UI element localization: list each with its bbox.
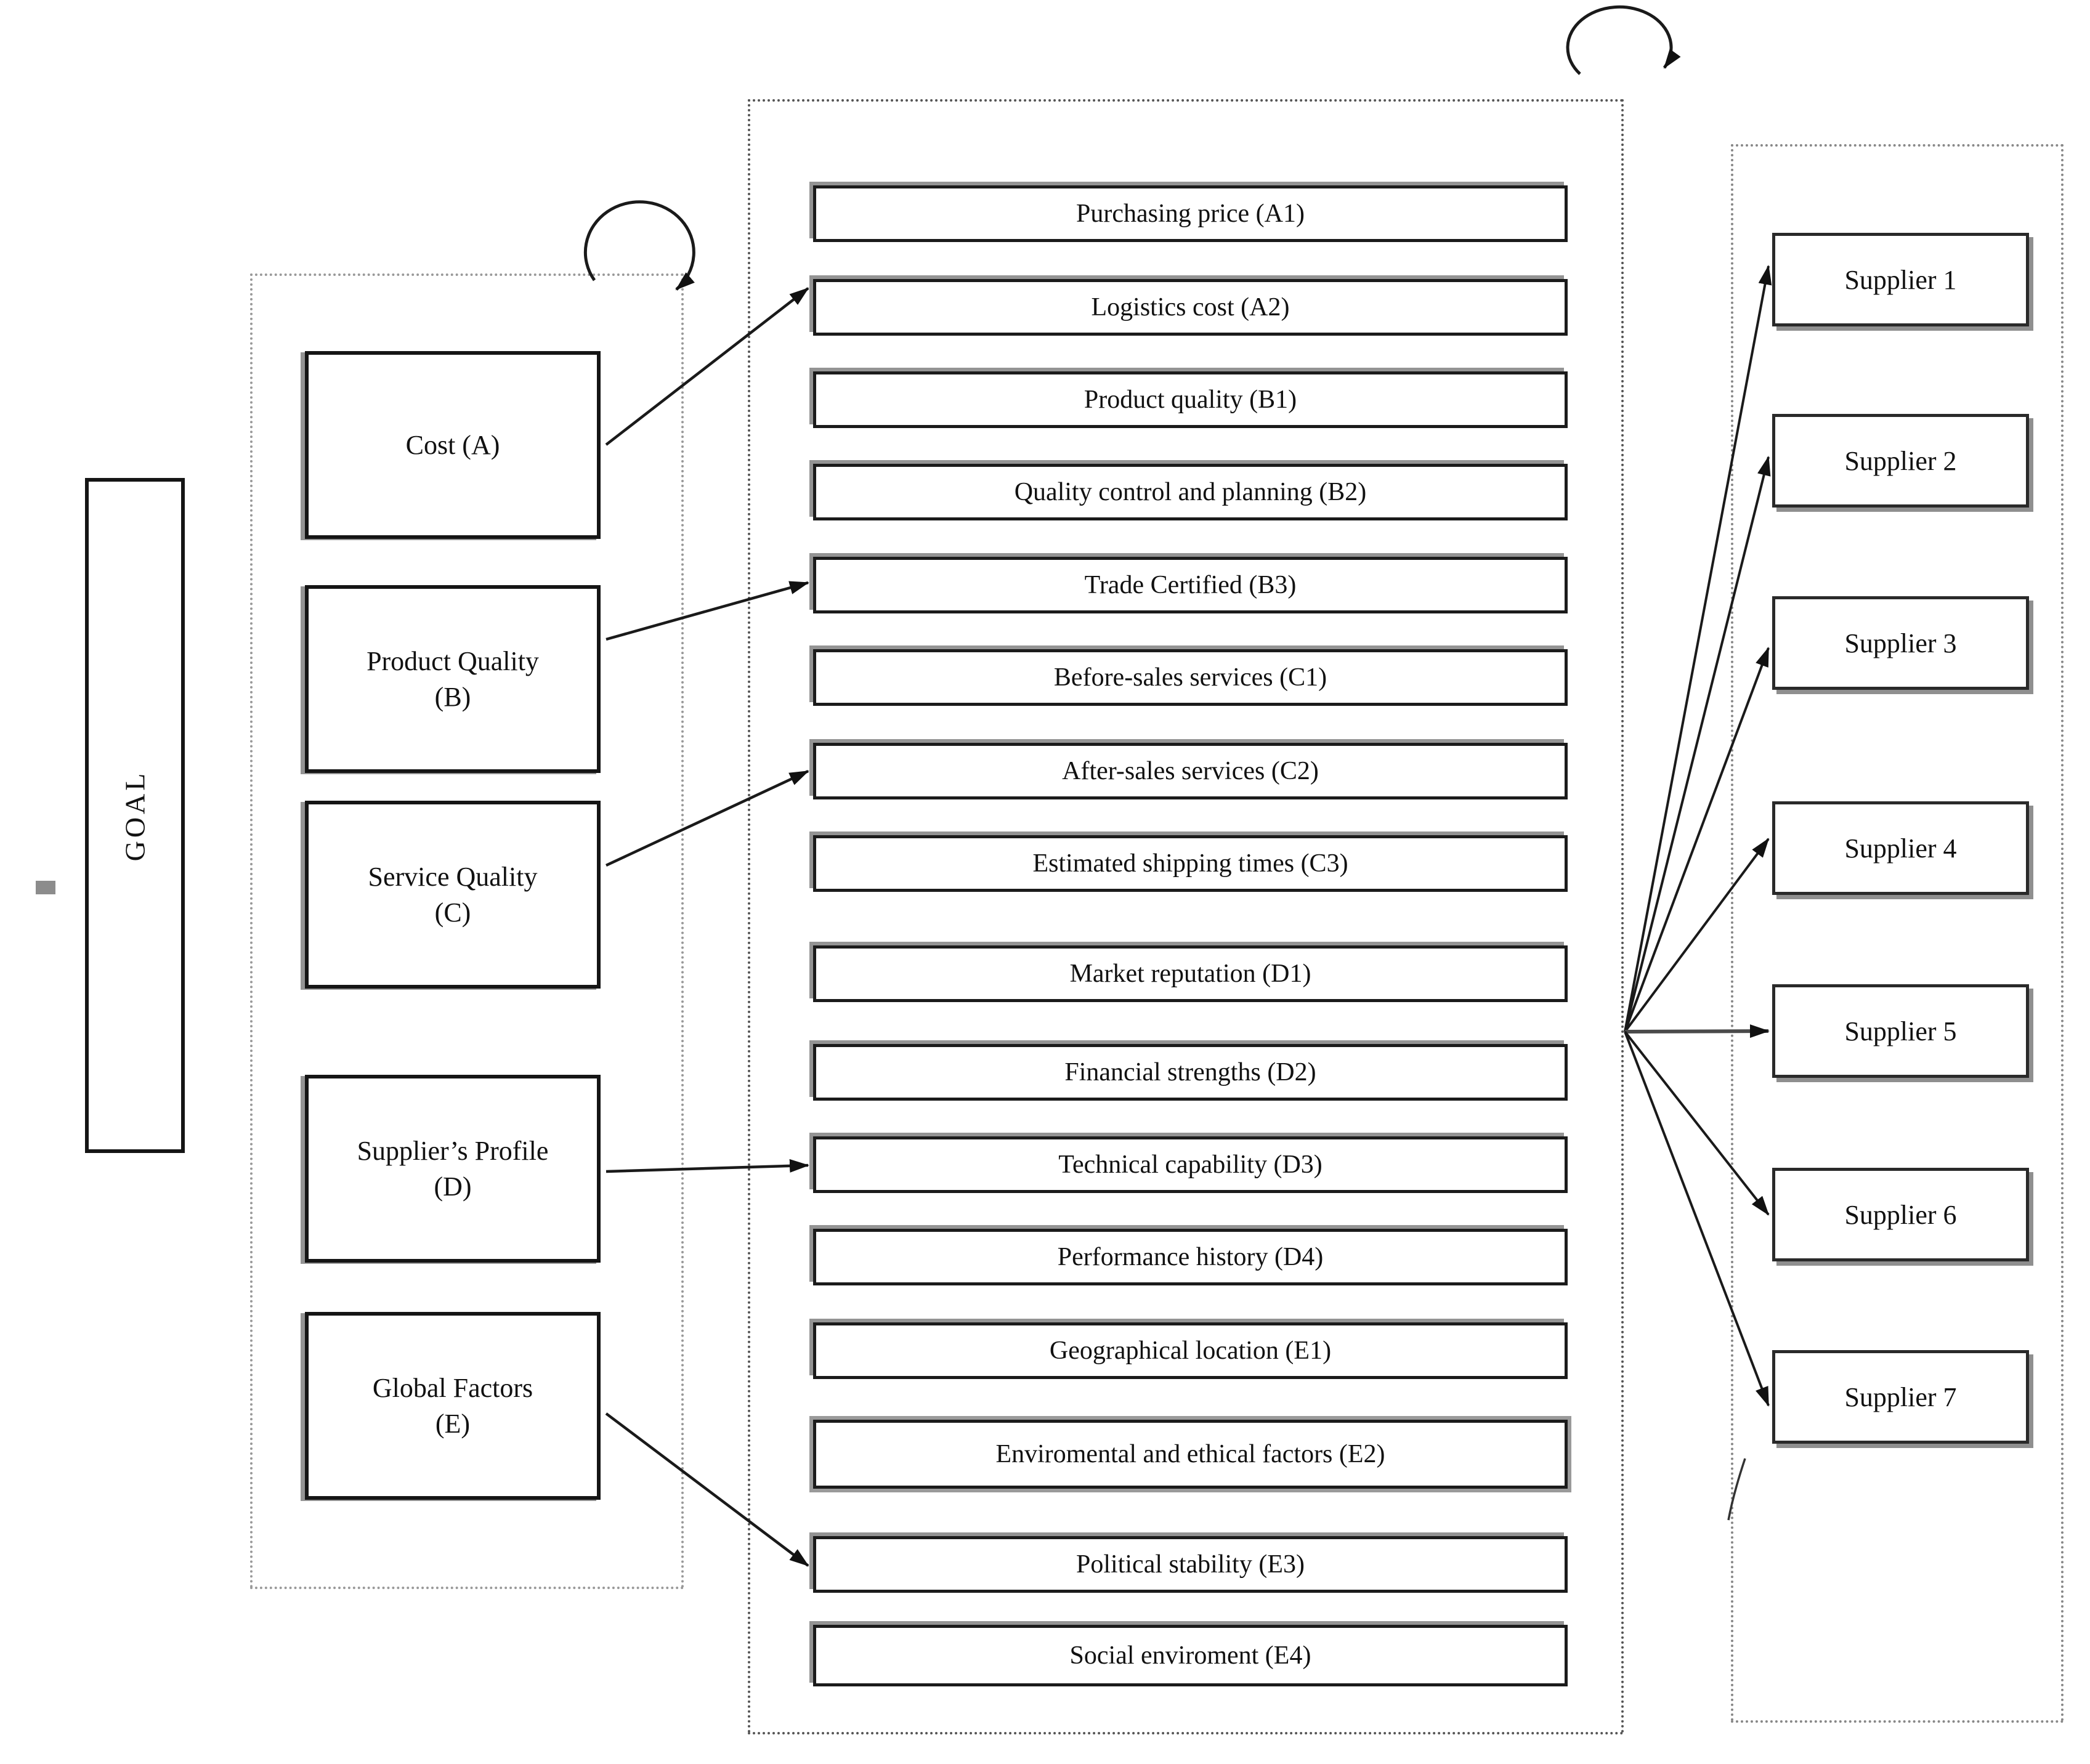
subcriterion-e2: Enviromental and ethical factors (E2)	[813, 1420, 1568, 1489]
criterion-label: Global Factors	[372, 1373, 533, 1404]
subcriterion-a2: Logistics cost (A2)	[813, 279, 1568, 336]
subcriterion-c2: After-sales services (C2)	[813, 743, 1568, 799]
subcriterion-e1: Geographical location (E1)	[813, 1322, 1568, 1379]
supplier-2-box: Supplier 2	[1772, 414, 2029, 508]
criterion-global-factors: Global Factors (E)	[305, 1312, 601, 1500]
criterion-code: (E)	[435, 1408, 471, 1439]
subcriteria-self-loop-arrow-icon	[1566, 5, 1681, 75]
subcriterion-label: Quality control and planning (B2)	[1014, 478, 1367, 506]
gray-dash-mark	[36, 881, 55, 894]
subcriterion-label: Financial strengths (D2)	[1064, 1058, 1316, 1086]
supplier-4-box: Supplier 4	[1772, 801, 2029, 895]
supplier-label: Supplier 2	[1844, 445, 1957, 476]
criterion-code: (C)	[434, 897, 471, 928]
supplier-label: Supplier 5	[1844, 1016, 1957, 1046]
criteria-cluster-border	[250, 273, 684, 1589]
subcriterion-label: Market reputation (D1)	[1069, 960, 1311, 988]
subcriterion-label: Social enviroment (E4)	[1069, 1641, 1311, 1670]
subcriterion-label: Political stability (E3)	[1076, 1550, 1305, 1579]
criterion-product-quality: Product Quality (B)	[305, 585, 601, 773]
criterion-label: Product Quality	[367, 646, 539, 677]
goal-label: GOAL	[119, 770, 151, 861]
subcriterion-label: Estimated shipping times (C3)	[1032, 849, 1348, 878]
goal-box: GOAL	[85, 478, 185, 1153]
subcriteria-cluster-border	[748, 99, 1624, 1734]
criterion-label: Service Quality	[368, 862, 538, 892]
supplier-3-box: Supplier 3	[1772, 596, 2029, 690]
subcriterion-label: Geographical location (E1)	[1049, 1337, 1332, 1365]
subcriterion-b3: Trade Certified (B3)	[813, 557, 1568, 613]
subcriterion-c1: Before-sales services (C1)	[813, 649, 1568, 706]
subcriterion-d3: Technical capability (D3)	[813, 1136, 1568, 1193]
subcriterion-label: Technical capability (D3)	[1058, 1151, 1322, 1179]
subcriterion-a1: Purchasing price (A1)	[813, 185, 1568, 242]
supplier-5-box: Supplier 5	[1772, 984, 2029, 1078]
criterion-cost: Cost (A)	[305, 351, 601, 539]
subcriterion-e3: Political stability (E3)	[813, 1536, 1568, 1593]
subcriterion-label: Before-sales services (C1)	[1053, 663, 1327, 692]
criterion-label: Supplier’s Profile	[357, 1136, 549, 1167]
subcriterion-label: Logistics cost (A2)	[1091, 293, 1290, 322]
criterion-label: Cost (A)	[405, 429, 500, 460]
subcriterion-label: Trade Certified (B3)	[1084, 571, 1297, 599]
subcriterion-label: Product quality (B1)	[1083, 386, 1297, 414]
subcriterion-label: After-sales services (C2)	[1062, 757, 1319, 785]
supplier-label: Supplier 4	[1844, 833, 1957, 864]
supplier-label: Supplier 3	[1844, 628, 1957, 658]
subcriterion-c3: Estimated shipping times (C3)	[813, 835, 1568, 892]
criterion-service-quality: Service Quality (C)	[305, 801, 601, 989]
subcriterion-d4: Performance history (D4)	[813, 1229, 1568, 1285]
supplier-label: Supplier 7	[1844, 1382, 1957, 1412]
supplier-label: Supplier 6	[1844, 1199, 1957, 1230]
supplier-1-box: Supplier 1	[1772, 233, 2029, 326]
subcriterion-b1: Product quality (B1)	[813, 371, 1568, 428]
criterion-suppliers-profile: Supplier’s Profile (D)	[305, 1075, 601, 1263]
criterion-code: (B)	[434, 681, 471, 712]
subcriterion-e4: Social enviroment (E4)	[813, 1625, 1568, 1686]
criterion-code: (D)	[434, 1171, 472, 1202]
suppliers-cluster-border	[1731, 144, 2064, 1723]
subcriterion-d2: Financial strengths (D2)	[813, 1044, 1568, 1101]
subcriterion-label: Performance history (D4)	[1057, 1243, 1324, 1271]
subcriterion-label: Enviromental and ethical factors (E2)	[995, 1440, 1385, 1468]
subcriterion-b2: Quality control and planning (B2)	[813, 464, 1568, 520]
supplier-label: Supplier 1	[1844, 264, 1957, 295]
supplier-6-box: Supplier 6	[1772, 1168, 2029, 1261]
subcriterion-d1: Market reputation (D1)	[813, 945, 1568, 1002]
subcriterion-label: Purchasing price (A1)	[1076, 200, 1305, 228]
supplier-7-box: Supplier 7	[1772, 1350, 2029, 1444]
